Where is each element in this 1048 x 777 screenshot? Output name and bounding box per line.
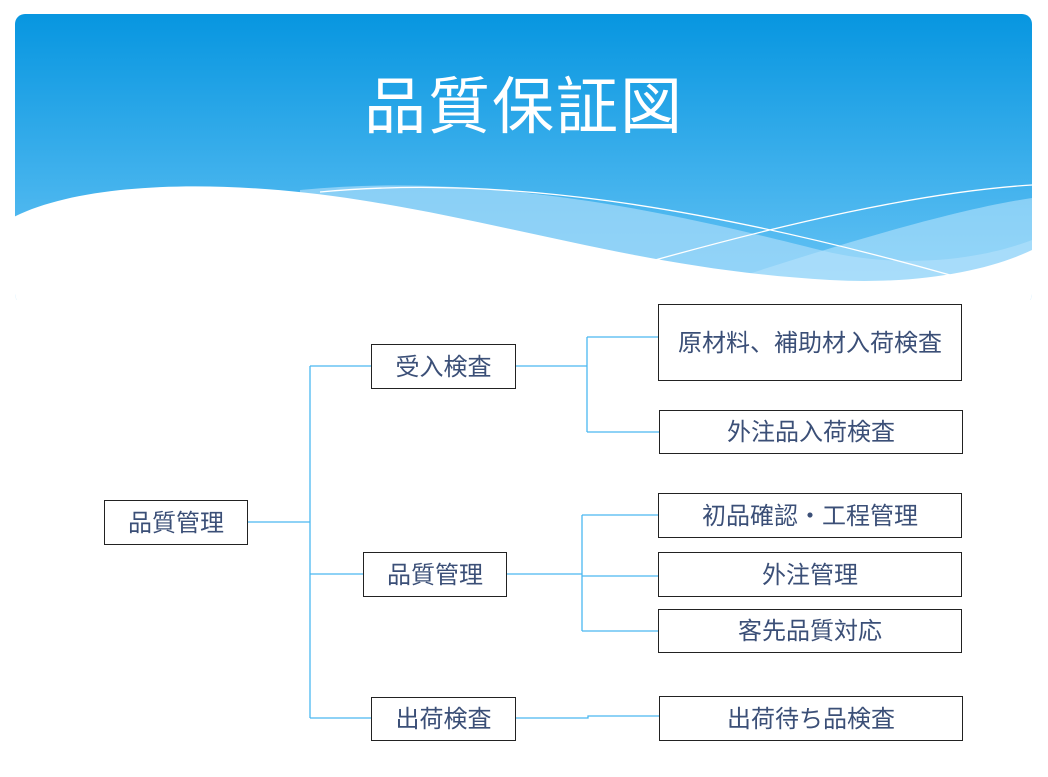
leaf-node-outsourced-parts-inspection: 外注品入荷検査 — [659, 410, 963, 454]
branch-node-receiving-inspection: 受入検査 — [371, 344, 516, 389]
slide-title: 品質保証図 — [363, 70, 684, 143]
slide-header-background — [15, 14, 1032, 300]
leaf-node-pre-shipment-inspection: 出荷待ち品検査 — [659, 696, 963, 741]
leaf-node-customer-quality-response: 客先品質対応 — [658, 609, 962, 653]
branch-node-quality-management: 品質管理 — [363, 552, 507, 597]
root-node: 品質管理 — [104, 500, 248, 545]
leaf-node-first-article-process-control: 初品確認・工程管理 — [658, 493, 962, 538]
leaf-node-outsourcing-management: 外注管理 — [658, 552, 962, 597]
branch-node-shipping-inspection: 出荷検査 — [371, 697, 516, 741]
leaf-node-raw-material-inspection: 原材料、補助材入荷検査 — [658, 304, 962, 381]
